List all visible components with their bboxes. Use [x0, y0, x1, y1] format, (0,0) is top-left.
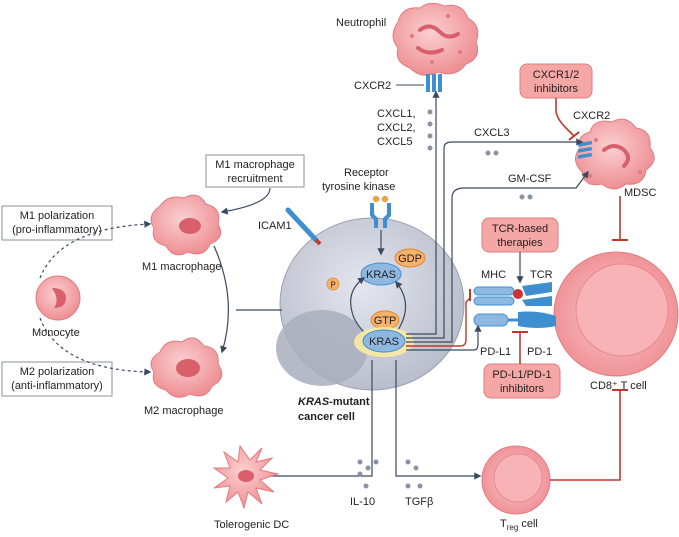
gmcsf-label: GM-CSF: [508, 173, 552, 185]
cancer-to-treg-arrow: [395, 360, 482, 480]
phosphate-node: [326, 277, 340, 291]
m2-polarization-line2: (anti-inflammatory): [11, 380, 103, 392]
cxcl5-label: CXCL5: [377, 136, 412, 148]
kras-top-label: KRAS: [366, 269, 396, 281]
tolerogenic-dc-cell: [212, 444, 280, 510]
cxcr2-receptor-neutrophil: [426, 74, 442, 92]
kras-bottom-label: KRAS: [369, 336, 399, 348]
kras-pdl1-arrow: [406, 324, 482, 351]
gdp-node: [394, 248, 426, 268]
gtp-label: GTP: [374, 315, 397, 327]
treg-label-t: T: [500, 518, 507, 530]
m1-polarization-line1: M1 polarization: [20, 210, 95, 222]
cd8-t-cell: [553, 251, 679, 377]
cxcl3-label: CXCL3: [474, 127, 509, 139]
treg-label-rest: cell: [518, 518, 538, 530]
cancer-cell-kras-italic: KRAS: [298, 396, 330, 408]
kras-cycle-left-arrow: [350, 277, 366, 333]
m1-recruitment-arrow: [220, 187, 271, 215]
m1-macrophage-cell: [150, 194, 222, 256]
kras-cxcl3-arrow: [406, 138, 584, 339]
m2-polarization-line1: M2 polarization: [20, 366, 95, 378]
cxcl1-label: CXCL1,: [377, 108, 416, 120]
mdsc-cell: [575, 118, 655, 190]
neutrophil-cell: [392, 2, 479, 76]
treg-label: Treg cell: [500, 518, 538, 532]
cxcr2-neutrophil-label: CXCR2: [354, 80, 391, 92]
m1-to-m2-arrow: [213, 245, 229, 354]
m1-macrophage-label: M1 macrophage: [142, 261, 222, 273]
monocyte-label: Monocyte: [32, 327, 80, 339]
monocyte-to-m1-arrow: [39, 220, 152, 279]
pd1-label: PD-1: [527, 346, 552, 358]
kras-gtp-node: [362, 329, 406, 353]
rtk-label-line1: Receptor: [344, 167, 389, 179]
cancer-cell-label-line2: cancer cell: [298, 411, 355, 423]
monocyte-to-m2-arrow: [39, 317, 152, 376]
m1-recruitment-line1: M1 macrophage: [215, 159, 295, 171]
tgfb-label: TGFβ: [405, 496, 433, 508]
cancer-cell-mutant-suffix: -mutant: [329, 396, 370, 408]
neutrophil-label: Neutrophil: [336, 17, 386, 29]
pdl1-inhibitors-box: PD-L1/PD-1 inhibitors: [483, 363, 561, 399]
icam1-label: ICAM1: [258, 220, 292, 232]
m2-macrophage-label: M2 macrophage: [144, 405, 224, 417]
mhc-tcr-complex: [473, 282, 552, 306]
m2-macrophage-cell: [150, 337, 223, 398]
mhc-label: MHC: [481, 269, 506, 281]
pdl1-inhibitors-line2: inhibitors: [500, 383, 545, 395]
cxcr-inhibitors-box: CXCR1/2 inhibitors: [519, 63, 593, 99]
mdsc-label: MDSC: [624, 187, 656, 199]
m1-polarization-box: M1 polarization (pro-inflammatory): [1, 205, 113, 241]
m1-recruitment-line2: recruitment: [227, 173, 282, 185]
treg-inhibit-line: [550, 390, 621, 481]
cxcr-inhibitors-line1: CXCR1/2: [533, 69, 579, 81]
cd8-t-cell-label: CD8⁺ T cell: [590, 380, 647, 392]
treg-cell: [481, 445, 551, 515]
receptor-tyrosine-kinase: [370, 195, 391, 228]
phosphate-label: P: [330, 281, 335, 290]
cxcr2-receptor-mdsc: [577, 140, 593, 159]
cxcr2-mdsc-label: CXCR2: [573, 110, 610, 122]
m2-polarization-box: M2 polarization (anti-inflammatory): [1, 361, 113, 397]
tcr-therapies-line1: TCR-based: [492, 223, 548, 235]
pdl1-label: PD-L1: [480, 346, 511, 358]
rtk-label-line2: tyrosine kinase: [322, 181, 395, 193]
m1-recruitment-box: M1 macrophage recruitment: [205, 154, 305, 188]
cxcl2-label: CXCL2,: [377, 122, 416, 134]
il10-tgfb-dots: [357, 459, 423, 489]
kras-mhc-inhibit-line: [406, 297, 471, 347]
monocyte-cell: [35, 275, 81, 321]
m1-polarization-line2: (pro-inflammatory): [12, 224, 102, 236]
tcr-therapies-line2: therapies: [497, 237, 543, 249]
gdp-label: GDP: [398, 253, 422, 265]
cancer-to-dc-arrow: [254, 360, 373, 480]
kras-cycle-right-arrow: [395, 280, 407, 331]
cxcl3-dots: [485, 150, 499, 156]
cxcr-inhibit-line: [555, 98, 575, 137]
pdl1-pd1-complex: [473, 311, 556, 328]
tcr-therapies-box: TCR-based therapies: [481, 217, 559, 253]
kras-gdp-node: [360, 262, 402, 286]
gmcsf-dots: [519, 194, 533, 200]
il10-label: IL-10: [350, 496, 375, 508]
cxcr-inhibit-bar: [568, 131, 580, 141]
kras-to-neutrophil-arrow: [406, 90, 440, 335]
pdl1-inhibitors-line1: PD-L1/PD-1: [492, 369, 551, 381]
tcr-label: TCR: [530, 269, 553, 281]
tolerogenic-dc-label: Tolerogenic DC: [214, 519, 289, 531]
kras-gmcsf-arrow: [406, 170, 589, 343]
treg-label-sub: reg: [507, 523, 519, 532]
cxcl-chemokine-dots: [427, 109, 433, 151]
cancer-cell-label-line1: KRAS-mutant: [298, 396, 370, 408]
cancer-cell-nucleus: [276, 310, 368, 386]
cxcr-inhibitors-line2: inhibitors: [534, 83, 579, 95]
icam1-molecule: [285, 207, 322, 246]
